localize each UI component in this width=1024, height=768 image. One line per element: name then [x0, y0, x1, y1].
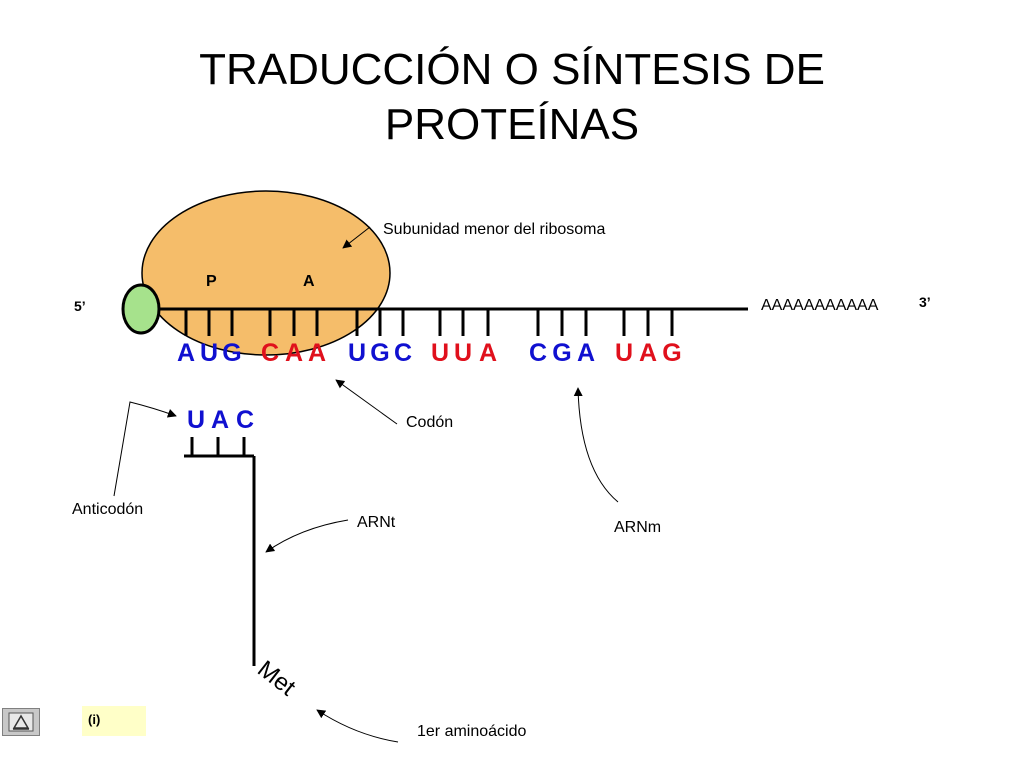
ribosome-label: Subunidad menor del ribosoma — [383, 221, 605, 239]
mrna-base: G — [368, 341, 392, 366]
mrna-base: A — [305, 341, 329, 366]
anticodon-base: U — [184, 408, 208, 433]
mrna-base: U — [345, 341, 369, 366]
mrna-base: A — [174, 341, 198, 366]
anticodon-base: C — [233, 408, 257, 433]
mrna-base: U — [612, 341, 636, 366]
mrna-base: A — [282, 341, 306, 366]
codon-arrow — [336, 380, 397, 424]
mrna-base: C — [391, 341, 415, 366]
trna-molecule — [184, 437, 254, 666]
anticodon-arrow — [114, 402, 176, 496]
first-amino-acid-label: 1er aminoácido — [417, 723, 526, 741]
p-site-label: P — [206, 273, 217, 291]
mrna-base: C — [258, 341, 282, 366]
amino-acid-arrow — [317, 710, 398, 742]
anticodon-base: A — [208, 408, 232, 433]
five-prime-cap — [123, 285, 159, 333]
trna-label: ARNt — [357, 514, 395, 532]
footnote-text: (i) — [88, 712, 100, 727]
mrna-base: A — [574, 341, 598, 366]
poly-a-tail: AAAAAAAAAAA — [761, 297, 878, 315]
three-prime-label: 3’ — [919, 294, 931, 310]
triangle-icon — [8, 712, 34, 732]
codon-label: Codón — [406, 414, 453, 432]
trna-arrow — [266, 520, 348, 552]
mrna-base: C — [526, 341, 550, 366]
ribosome-small-subunit — [142, 191, 390, 355]
footnote-box: (i) — [82, 706, 146, 736]
mrna-base: U — [451, 341, 475, 366]
mrna-base: A — [476, 341, 500, 366]
mrna-base: A — [636, 341, 660, 366]
mrna-base: G — [220, 341, 244, 366]
mrna-label: ARNm — [614, 519, 661, 537]
anticodon-label: Anticodón — [72, 501, 143, 519]
mrna-arrow — [578, 388, 618, 502]
mrna-base: U — [197, 341, 221, 366]
mrna-base: G — [660, 341, 684, 366]
mrna-base: U — [428, 341, 452, 366]
navigation-button[interactable] — [2, 708, 40, 736]
mrna-base: G — [550, 341, 574, 366]
a-site-label: A — [303, 273, 315, 291]
amino-acid-label: Met — [252, 655, 300, 701]
five-prime-label: 5’ — [74, 298, 86, 314]
